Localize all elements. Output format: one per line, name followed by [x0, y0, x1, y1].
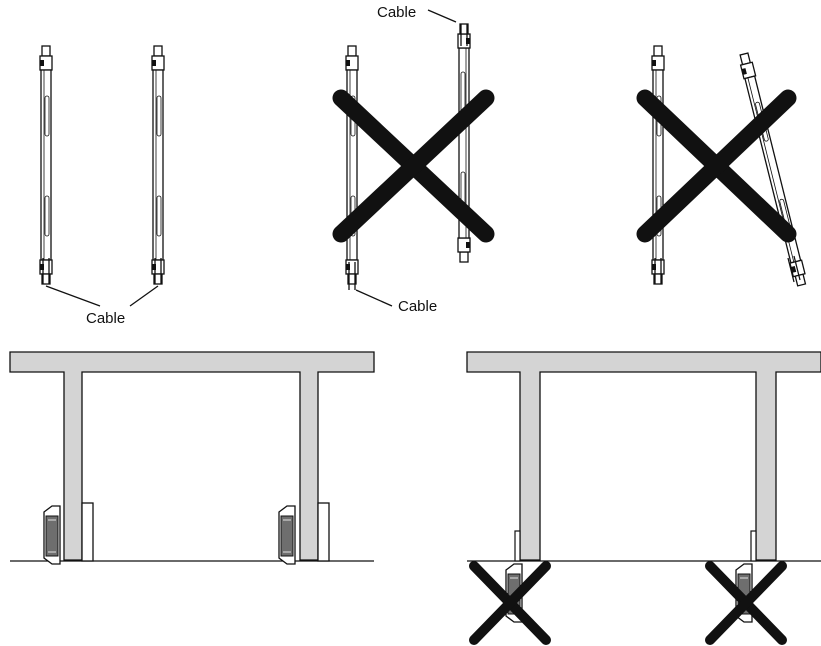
- reflector-bracket: [81, 502, 94, 562]
- light-curtain-transmitter: [651, 45, 665, 285]
- panel-wrong-opposite-cables: Cable Cable: [332, 4, 495, 315]
- sensor-receiver: [278, 505, 296, 565]
- bracket-above: [750, 530, 757, 562]
- wall-frame: [466, 351, 821, 561]
- light-curtain-receiver-tilted: [737, 51, 809, 288]
- bracket-above: [514, 530, 521, 562]
- panel-correct-orientation: Cable: [39, 45, 165, 327]
- incorrect-x-mark: [636, 89, 797, 243]
- panel-correct-mounting: [9, 351, 375, 565]
- sensor-transmitter: [43, 505, 61, 565]
- incorrect-x-mark: [469, 561, 551, 645]
- panel-wrong-tilted: [636, 45, 809, 288]
- incorrect-x-mark: [705, 561, 787, 645]
- reflector-bracket: [317, 502, 330, 562]
- cable-lines: [348, 9, 468, 307]
- cable-label-top: Cable: [377, 4, 416, 21]
- light-curtain-receiver: [151, 45, 165, 285]
- light-curtain-transmitter: [345, 45, 359, 285]
- cable-lines: [654, 255, 801, 284]
- incorrect-x-mark: [332, 89, 495, 243]
- wall-frame: [9, 351, 375, 561]
- light-curtain-transmitter: [39, 45, 53, 285]
- cable-label: Cable: [86, 310, 125, 327]
- panel-wrong-mounting: [466, 351, 821, 645]
- cable-label-bottom: Cable: [398, 298, 437, 315]
- cable-lines: [42, 258, 162, 307]
